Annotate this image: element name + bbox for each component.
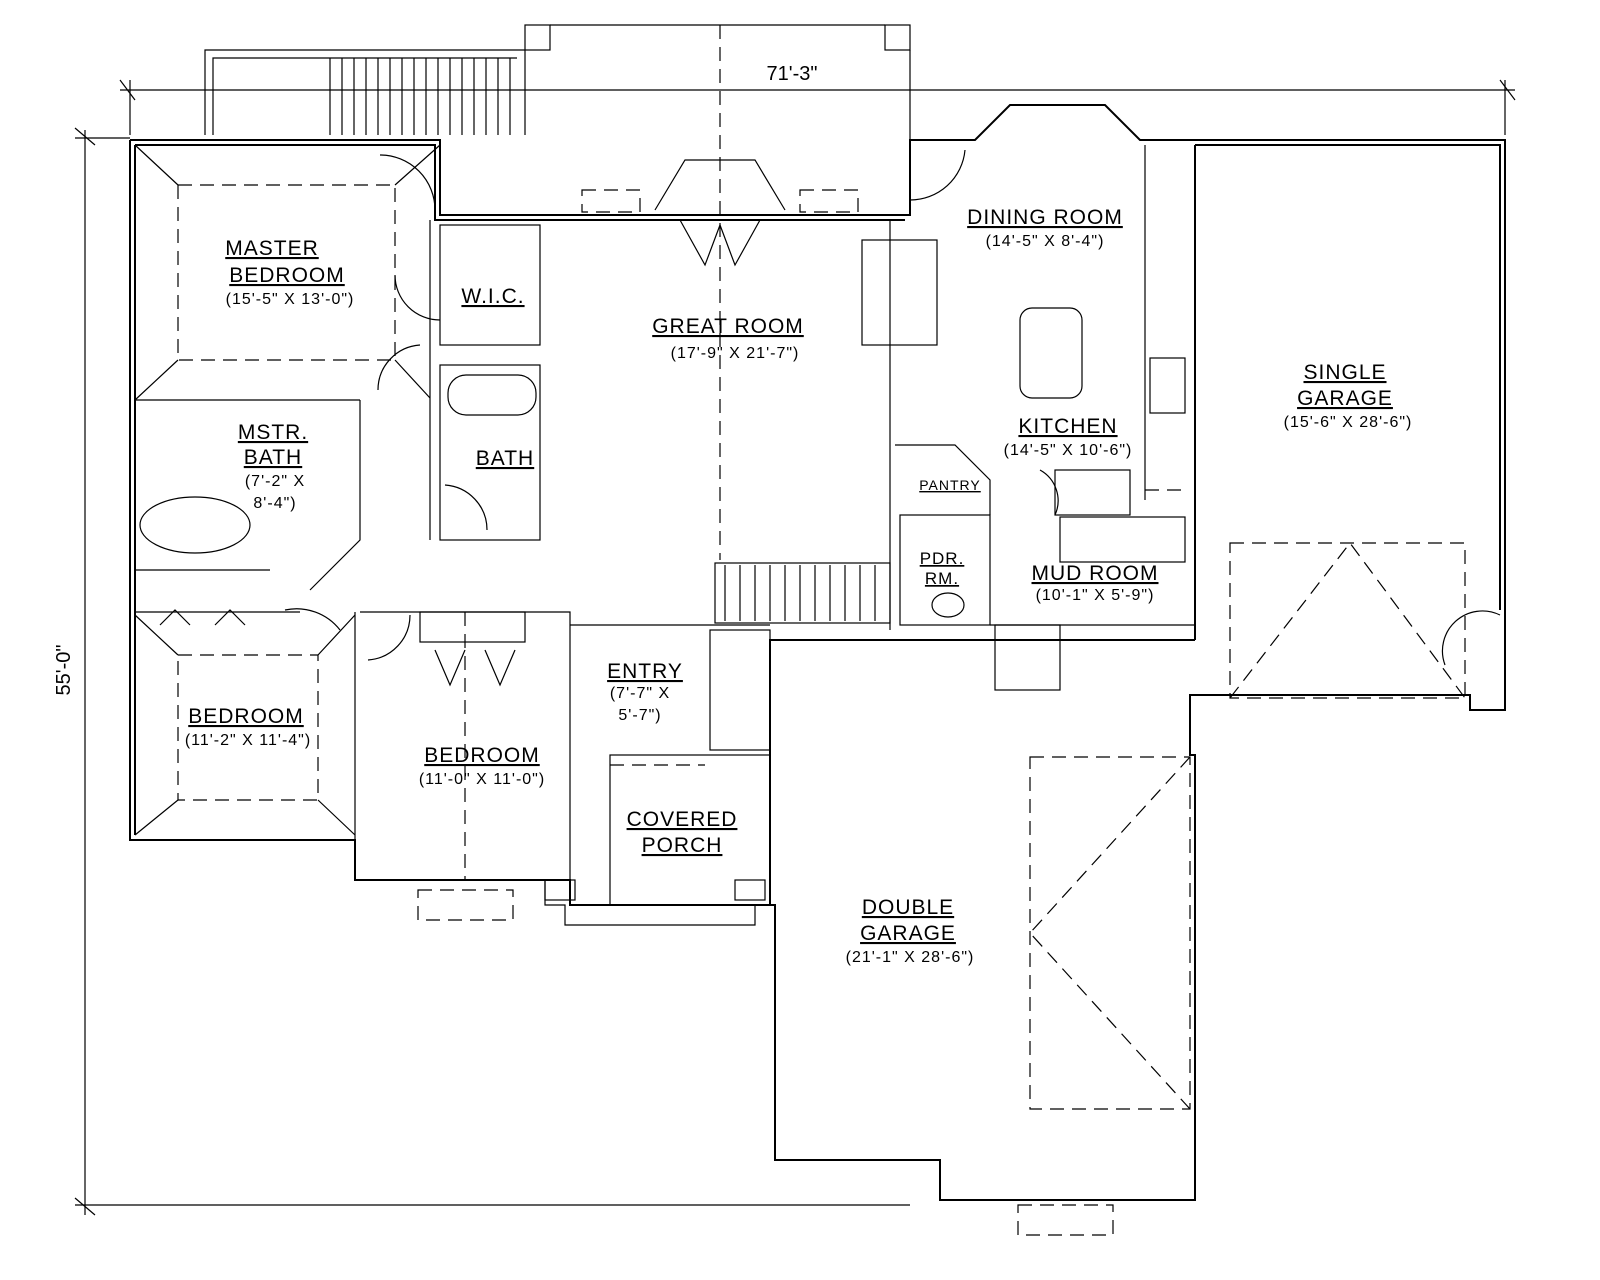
room-name: PORCH	[642, 834, 723, 857]
room-name: GREAT ROOM	[652, 315, 804, 338]
room-size: (10'-1" X 5'-9")	[1036, 587, 1155, 604]
rear-deck-stairs	[204, 24, 911, 560]
room-labels: MASTER BEDROOM (15'-5" X 13'-0") W.I.C. …	[185, 206, 1413, 966]
room-size: (7'-7" X	[610, 685, 670, 702]
room-name: BEDROOM	[424, 744, 540, 767]
interior-walls	[135, 145, 1195, 906]
room-name: KITCHEN	[1018, 415, 1117, 438]
room-name: BEDROOM	[188, 705, 304, 728]
overall-width-dimension: 71'-3"	[767, 63, 818, 85]
room-size: (14'-5" X 10'-6")	[1004, 442, 1133, 459]
room-name: GARAGE	[1297, 387, 1393, 410]
room-size: (14'-5" X 8'-4")	[986, 233, 1105, 250]
room-name: BATH	[476, 447, 534, 470]
dimension-lines	[74, 79, 1516, 1216]
room-name: COVERED	[627, 808, 738, 831]
room-name: GARAGE	[860, 922, 956, 945]
room-name: PANTRY	[919, 477, 981, 493]
room-name: SINGLE	[1303, 361, 1386, 384]
room-size: (7'-2" X	[245, 473, 305, 490]
room-name: ENTRY	[607, 660, 683, 683]
room-name: PDR.	[920, 549, 965, 568]
overall-depth-dimension: 55'-0"	[53, 645, 75, 696]
room-name: MASTER	[225, 237, 319, 260]
room-name: MSTR.	[238, 421, 308, 444]
room-size: (15'-5" X 13'-0")	[226, 291, 355, 308]
room-name: RM.	[925, 569, 959, 588]
room-name: MUD ROOM	[1032, 562, 1159, 585]
room-size: (17'-9" X 21'-7")	[671, 345, 800, 362]
room-name: DINING ROOM	[967, 206, 1123, 229]
room-name: BATH	[244, 446, 302, 469]
room-size: (11'-2" X 11'-4")	[185, 732, 311, 749]
room-name: BEDROOM	[229, 264, 345, 287]
room-size: 8'-4")	[253, 495, 296, 512]
room-size: 5'-7")	[618, 707, 661, 724]
dashed-ceilings	[134, 144, 1466, 1236]
room-size: (21'-1" X 28'-6")	[846, 949, 975, 966]
room-name: W.I.C.	[461, 285, 524, 308]
room-name: DOUBLE	[862, 896, 954, 919]
doors	[284, 149, 1501, 666]
room-size: (11'-0" X 11'-0")	[419, 771, 545, 788]
room-size: (15'-6" X 28'-6")	[1284, 414, 1413, 431]
